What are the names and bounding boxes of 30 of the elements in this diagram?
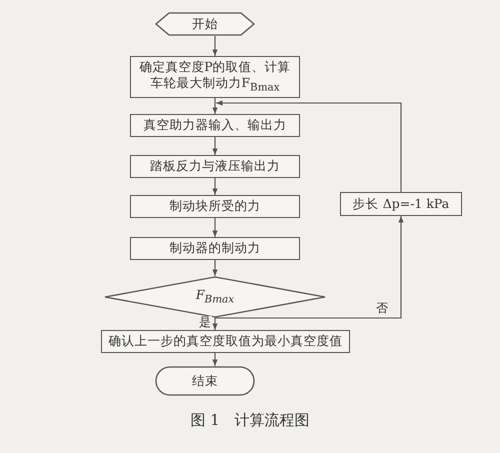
edge-label: 否	[375, 302, 389, 316]
arrow	[212, 36, 218, 56]
process-box	[130, 56, 300, 98]
arrow	[216, 100, 402, 192]
node-text: 结束	[192, 372, 218, 390]
node-text: 步长 Δp=-1 kPa	[352, 196, 450, 212]
node-text: 踏板反力与液压输出力	[150, 158, 280, 175]
process-box	[340, 192, 462, 216]
node-text: 制动器的制动力	[170, 240, 260, 257]
process-box	[130, 155, 300, 178]
edge-label: 是	[198, 316, 212, 330]
process-box	[130, 114, 300, 137]
node-text: 制动块所受的力	[170, 198, 260, 215]
arrow	[212, 260, 218, 276]
arrow	[212, 218, 218, 237]
node-text: 确定真空度P的取值、计算车轮最大制动力F$_{Bmax}$	[138, 58, 292, 96]
node-text: 确认上一步的真空度取值为最小真空度值	[108, 333, 342, 350]
process-box	[130, 237, 300, 260]
node-text: 开始	[192, 16, 218, 32]
process-box	[130, 195, 300, 218]
arrow	[212, 178, 218, 195]
process-box	[101, 330, 350, 353]
arrow	[212, 137, 218, 155]
arrow	[214, 216, 404, 319]
node-text: 真空助力器输入、输出力	[144, 117, 286, 134]
arrow	[212, 318, 218, 330]
arrow	[212, 98, 218, 114]
arrow	[212, 353, 218, 366]
figure-caption: 图 1 计算流程图	[190, 411, 310, 429]
node-text: F$_{Bmax}$	[196, 286, 234, 308]
